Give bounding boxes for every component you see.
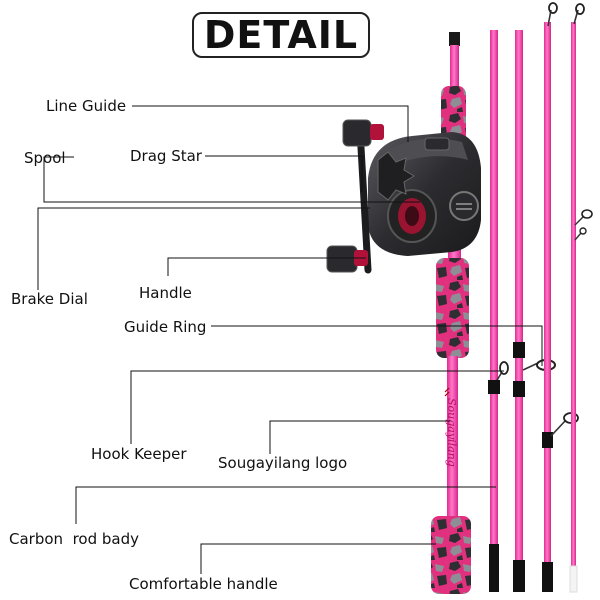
leader-spool [43,156,420,203]
label-handle: Handle [139,284,192,302]
guide-ring-4-top [547,2,558,27]
rod-section-butt: Sougayilang [431,32,471,594]
leader-brake-dial [37,207,370,290]
leader-guide-ring [211,325,543,366]
leader-comfortable-handle [200,543,436,574]
leader-lines [37,105,543,574]
baitcasting-reel [326,119,481,274]
tip-top-guide [573,3,585,25]
rod-section-3 [513,30,556,592]
label-drag-star: Drag Star [130,147,202,165]
rod-section-2 [488,30,509,592]
label-hook-keeper: Hook Keeper [91,445,187,463]
leader-drag-star [205,155,363,192]
rod-section-tip [569,3,593,593]
label-brake-dial: Brake Dial [11,290,88,308]
tip-guide-1 [574,209,593,226]
tip-guide-2 [574,227,587,241]
label-line-guide: Line Guide [46,97,127,115]
leader-line-guide [132,105,409,142]
guide-ring-2 [488,361,509,394]
title-badge: DETAIL [192,12,370,58]
rod-section-4 [542,2,579,592]
leader-hook-keeper [130,370,504,444]
label-spool: Spool [24,149,66,167]
label-carbon-rod-body: Carbon rod bady [9,530,139,548]
leader-logo [269,420,450,454]
leader-handle [167,257,366,276]
label-guide-ring: Guide Ring [124,318,207,336]
leader-carbon-body [75,486,496,524]
title-text: DETAIL [203,13,359,57]
label-sougayilang-logo: Sougayilang logo [218,454,348,472]
brand-text-on-rod: Sougayilang [445,398,458,467]
label-comfortable-handle: Comfortable handle [129,575,278,593]
